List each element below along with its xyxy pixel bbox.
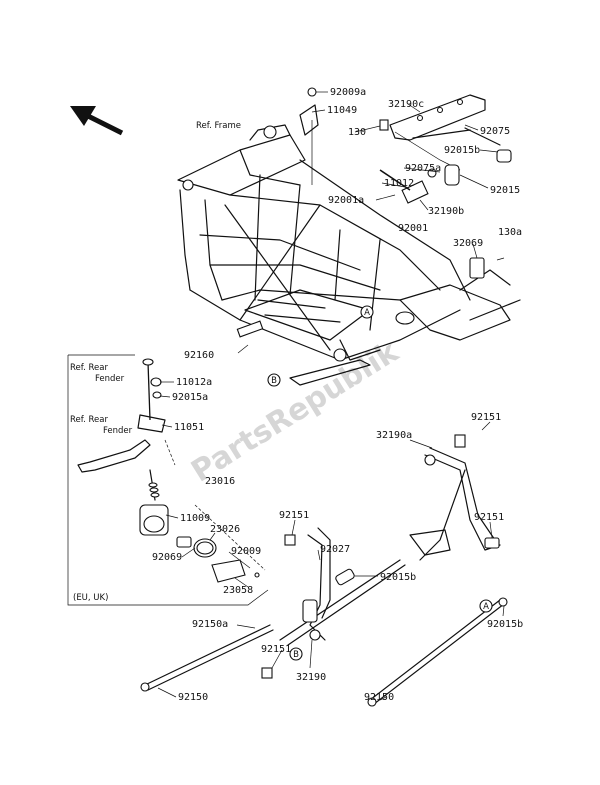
part-92150-right: 92150 [364, 692, 394, 703]
part-11012a: 11012a [176, 377, 212, 388]
part-92150a: 92150a [192, 619, 228, 630]
part-92151-right: 92151 [474, 512, 504, 523]
part-92009a: 92009a [330, 87, 366, 98]
part-92015-top: 92015 [490, 185, 520, 196]
part-92150-left: 92150 [178, 692, 208, 703]
marker-b-frame: B [267, 373, 281, 387]
front-guard-assembly [140, 434, 508, 707]
leader-lines [157, 91, 505, 701]
part-23026: 23026 [210, 524, 240, 535]
part-92075: 92075 [480, 126, 510, 137]
part-92015b-right: 92015b [487, 619, 523, 630]
rear-fender-subassembly-box [67, 354, 269, 606]
part-92009: 92009 [231, 546, 261, 557]
part-number-labels: 92009a 11049 32190c 130 92075 92015b 920… [152, 87, 523, 703]
marker-b-lower: B [289, 647, 303, 661]
watermark-text: PartsRepublik [185, 334, 405, 490]
part-92160: 92160 [184, 350, 214, 361]
svg-text:A: A [483, 602, 489, 612]
part-11009: 11009 [180, 513, 210, 524]
part-92069: 92069 [152, 552, 182, 563]
direction-arrow-icon [70, 106, 124, 136]
part-92151-low: 92151 [261, 644, 291, 655]
part-130: 130 [348, 127, 366, 138]
svg-text:B: B [293, 650, 299, 660]
part-11049: 11049 [327, 105, 357, 116]
ref-rear-fender-label-2b: Fender [103, 426, 133, 436]
ref-rear-fender-label-1a: Ref. Rear [70, 363, 108, 373]
part-92001a: 92001a [328, 195, 364, 206]
part-130a: 130a [498, 227, 522, 238]
part-32190c: 32190c [388, 99, 424, 110]
part-92027: 92027 [320, 544, 350, 555]
region-label: (EU, UK) [73, 593, 108, 603]
part-92015b-mid: 92015b [380, 572, 416, 583]
atv-frame [177, 124, 521, 386]
part-32190a: 32190a [376, 430, 412, 441]
part-92001: 92001 [398, 223, 428, 234]
part-32069: 32069 [453, 238, 483, 249]
marker-a-frame: A [360, 305, 374, 319]
ref-rear-fender-label-1b: Fender [95, 374, 125, 384]
ref-frame-label: Ref. Frame [196, 121, 241, 131]
marker-a-rod: A [479, 599, 493, 613]
part-92151-right-top: 92151 [471, 412, 501, 423]
part-32190b: 32190b [428, 206, 464, 217]
part-23016: 23016 [205, 476, 235, 487]
ref-rear-fender-label-2a: Ref. Rear [70, 415, 108, 425]
top-bracket-assembly [299, 87, 512, 204]
part-92075a: 92075a [405, 163, 441, 174]
svg-text:B: B [271, 376, 277, 386]
part-11012: 11012 [384, 178, 414, 189]
part-11051: 11051 [174, 422, 204, 433]
part-32190: 32190 [296, 672, 326, 683]
part-92015b-top: 92015b [444, 145, 480, 156]
part-92015a: 92015a [172, 392, 208, 403]
svg-text:A: A [364, 308, 370, 318]
part-92151-mid: 92151 [279, 510, 309, 521]
part-23058: 23058 [223, 585, 253, 596]
